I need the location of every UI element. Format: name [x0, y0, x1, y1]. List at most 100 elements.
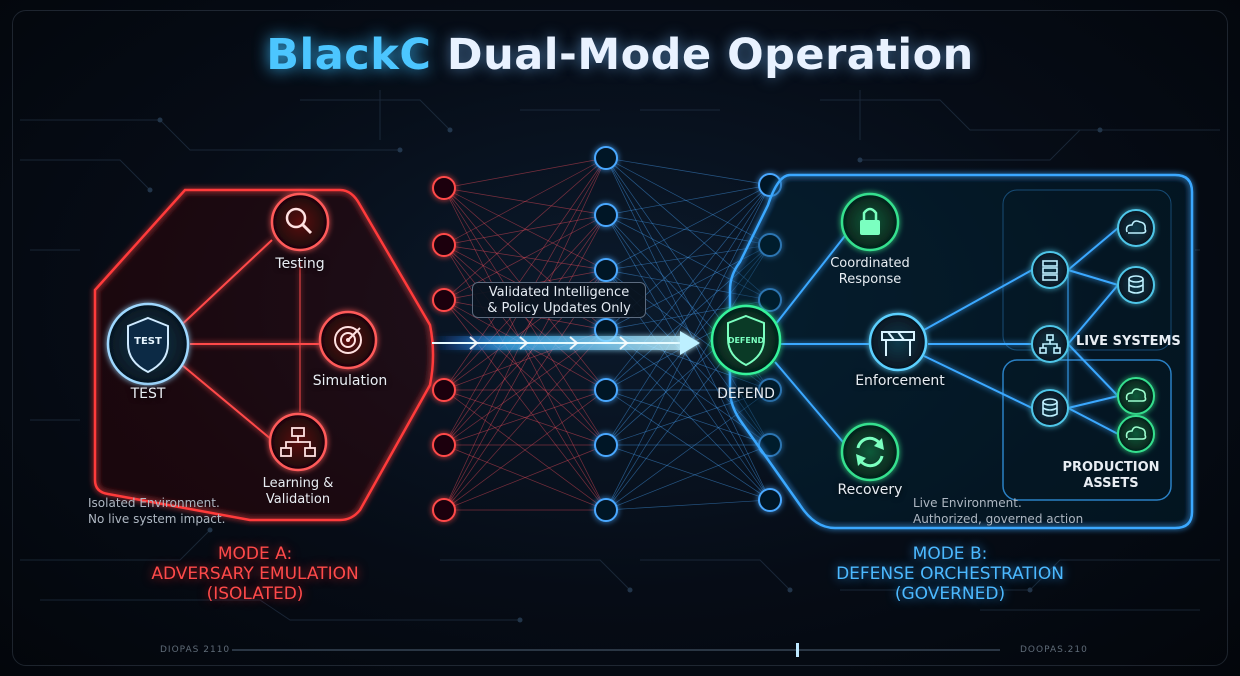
test-hub-icon-text: TEST — [134, 336, 162, 347]
production-line2: ASSETS — [1083, 476, 1139, 491]
defend-hub-label: DEFEND — [717, 386, 775, 402]
mesh-link — [443, 214, 607, 446]
mesh-link — [443, 299, 607, 511]
production-group — [1002, 359, 1172, 501]
mesh-link — [443, 157, 607, 301]
channel-label: Validated Intelligence & Policy Updates … — [472, 282, 646, 318]
mesh-link — [605, 157, 771, 501]
mesh-link — [443, 444, 607, 511]
test-hub-label: TEST — [130, 386, 166, 402]
mesh-link — [605, 499, 771, 511]
mode-a-heading-line1: MODE A: — [217, 544, 293, 564]
circuit-trace — [820, 99, 1100, 131]
mode-b-note-line1: Live Environment. — [913, 496, 1022, 510]
page-title: BlackC Dual-Mode Operation — [0, 30, 1240, 80]
circuit-trace — [20, 119, 400, 151]
mode-b-heading-line3: (GOVERNED) — [894, 584, 1006, 604]
mesh-link — [443, 157, 607, 511]
mesh-link — [443, 214, 607, 246]
mode-a-heading-line3: (ISOLATED) — [206, 584, 304, 604]
defend-hub-node — [710, 304, 782, 376]
mesh-node-blue — [594, 498, 618, 522]
circuit-node — [157, 117, 163, 123]
circuit-trace — [860, 129, 1220, 161]
test-hub-node — [106, 302, 190, 386]
circuit-trace — [300, 99, 451, 131]
production-line1: PRODUCTION — [1062, 460, 1160, 475]
mesh-link — [443, 187, 607, 271]
mesh-node-red — [432, 176, 456, 200]
asset-nodes — [1031, 209, 1155, 453]
circuit-traces — [20, 90, 1220, 623]
database-icon — [1042, 398, 1058, 417]
mesh-node-blue — [594, 258, 618, 282]
cloud-icon — [1125, 426, 1147, 440]
mesh-link — [605, 389, 771, 501]
cloud-icon — [1125, 388, 1147, 402]
mesh-node-red — [432, 433, 456, 457]
circuit-node — [147, 187, 153, 193]
mode-b-note: Live Environment. Authorized, governed a… — [913, 495, 1083, 527]
production-assets-label: PRODUCTION ASSETS — [1058, 460, 1164, 492]
circuit-node — [857, 157, 863, 163]
mesh-node-red — [432, 288, 456, 312]
circuit-trace — [440, 559, 631, 591]
mesh-link — [443, 244, 607, 511]
mesh-link — [443, 299, 607, 446]
mode-b-links — [774, 227, 1119, 449]
simulation-node — [318, 310, 378, 370]
intelligence-beam — [432, 331, 700, 355]
mesh-node-blue — [758, 488, 782, 512]
database-icon — [1128, 275, 1144, 294]
recovery-node — [840, 422, 900, 482]
circuit-trace — [640, 559, 791, 591]
circuit-node — [787, 587, 793, 593]
mesh-link — [605, 214, 771, 501]
learning-node — [268, 412, 328, 472]
circuit-trace — [840, 559, 1220, 591]
mode-a-heading: MODE A: ADVERSARY EMULATION (ISOLATED) — [110, 544, 400, 604]
mode-a-note: Isolated Environment. No live system imp… — [88, 495, 225, 527]
title-rest: Dual-Mode Operation — [446, 30, 974, 80]
mesh-node-red — [432, 233, 456, 257]
live-systems-group — [1002, 189, 1172, 351]
mesh-node-red — [432, 498, 456, 522]
network-icon — [1039, 334, 1061, 354]
mesh-node-blue — [594, 146, 618, 170]
mesh-link — [605, 214, 771, 246]
learning-label: Learning & Validation — [262, 476, 334, 507]
circuit-trace — [40, 599, 520, 621]
circuit-node — [517, 617, 523, 623]
mesh-link — [443, 389, 607, 446]
circuit-node — [627, 587, 633, 593]
enforcement-node — [868, 312, 928, 372]
server-icon — [1042, 260, 1058, 281]
cloud-icon-node — [1117, 415, 1155, 453]
testing-label: Testing — [275, 256, 325, 272]
mode-a-note-line1: Isolated Environment. — [88, 496, 220, 510]
mesh-link — [443, 214, 607, 301]
cloud-icon-node — [1117, 209, 1155, 247]
mesh-link — [443, 329, 607, 511]
recovery-label: Recovery — [837, 482, 903, 498]
outer-frame — [12, 10, 1228, 666]
mesh-link — [605, 444, 771, 501]
coordinated-response-label: Coordinated Response — [830, 256, 910, 287]
mesh-link — [605, 444, 771, 511]
defend-hub-icon-text: DEFEND — [727, 336, 765, 345]
mesh-node-red — [432, 378, 456, 402]
database-icon-node — [1031, 389, 1069, 427]
circuit-node — [207, 527, 213, 533]
circuit-node — [397, 147, 403, 153]
circuit-node — [1027, 587, 1033, 593]
mesh-link — [443, 157, 607, 391]
mesh-link — [443, 214, 607, 511]
circuit-node — [1097, 127, 1103, 133]
server-icon-node — [1031, 251, 1069, 289]
footer-left-code: DIOPAS 2110 — [160, 645, 231, 655]
mesh-link — [605, 184, 771, 216]
mesh-link — [443, 157, 607, 246]
mesh-link — [443, 389, 607, 511]
mesh-link — [605, 184, 771, 446]
mode-b-heading-line2: DEFENSE ORCHESTRATION — [836, 564, 1064, 584]
